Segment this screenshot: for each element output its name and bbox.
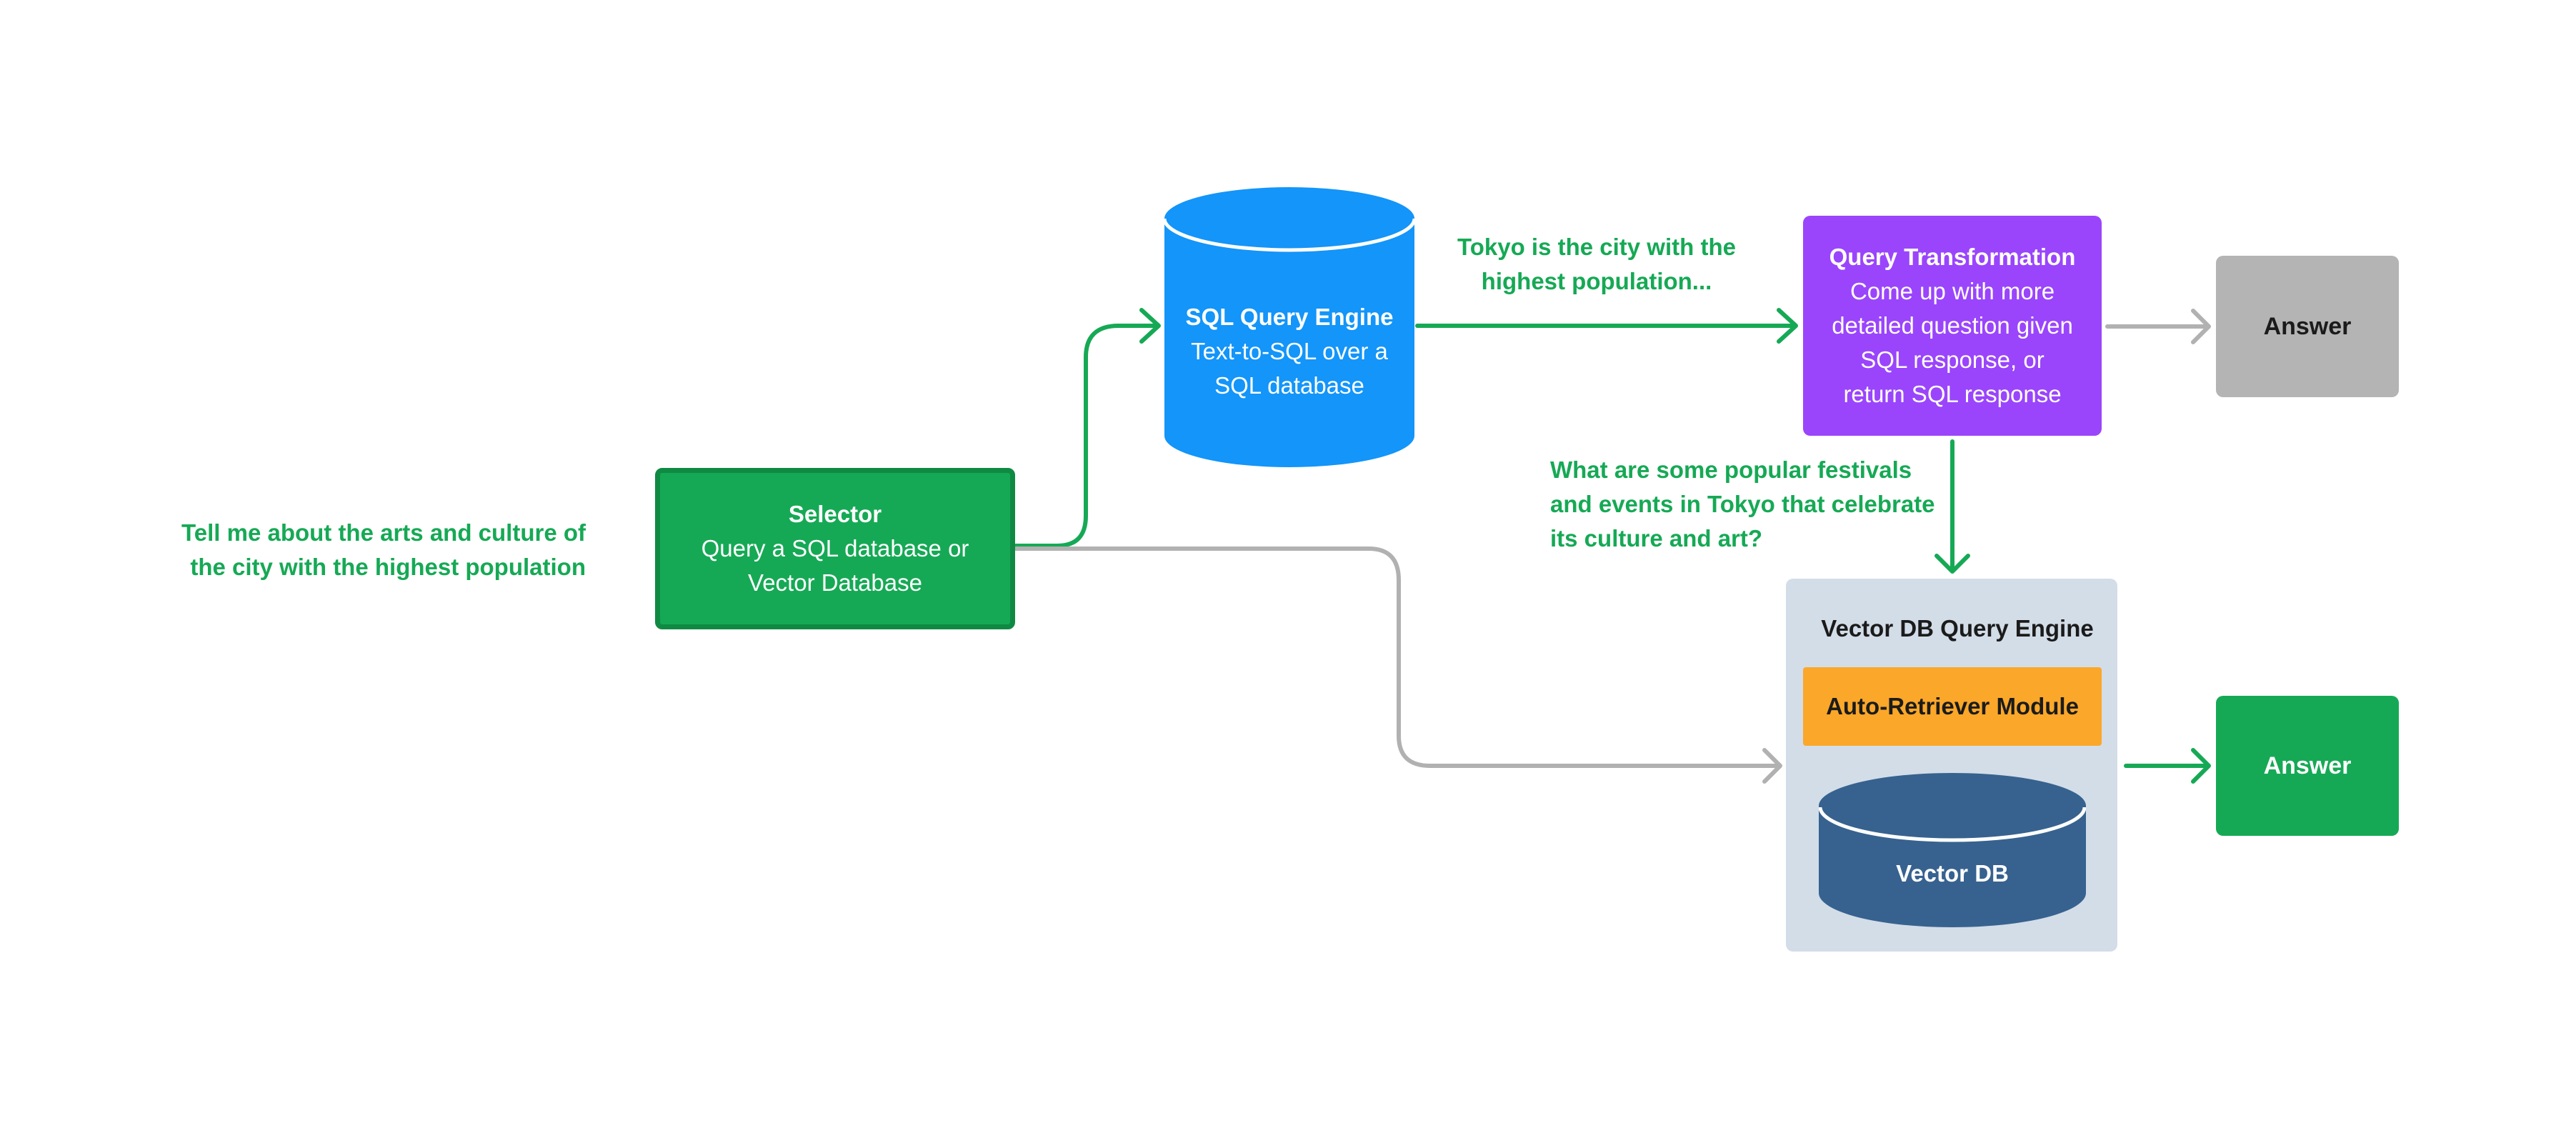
arrowhead-transformation — [1777, 308, 1798, 344]
answer-box-vector: Answer — [2216, 696, 2399, 836]
arrowhead-answer-bottom — [2191, 748, 2211, 784]
sql-engine-title: SQL Query Engine — [1185, 304, 1394, 330]
user-query-line: Tell me about the arts and culture of — [181, 519, 586, 546]
query-transformation-line: return SQL response — [1843, 381, 2062, 407]
sql-engine-description-line: SQL database — [1214, 372, 1364, 399]
sql-response-line: highest population... — [1481, 268, 1712, 294]
sql-database-cylinder — [1162, 187, 1417, 467]
vector-engine-title: Vector DB Query Engine — [1821, 615, 2094, 642]
vector-db-cylinder — [1819, 773, 2086, 927]
arrowhead-vector-engine — [1762, 748, 1782, 784]
followup-question-text: What are some popular festivals and even… — [1550, 453, 1979, 556]
auto-retriever-label: Auto-Retriever Module — [1826, 693, 2079, 719]
arrowhead-vector-engine-top — [1935, 554, 1970, 574]
sql-response-text: Tokyo is the city with the highest popul… — [1422, 230, 1772, 299]
query-transformation-box: Query Transformation Come up with more d… — [1803, 216, 2102, 436]
followup-question-line: its culture and art? — [1550, 525, 1763, 551]
arrowhead-sql-engine — [1139, 308, 1161, 344]
sql-query-engine-label: SQL Query Engine Text-to-SQL over a SQL … — [1164, 300, 1414, 403]
user-query-text: Tell me about the arts and culture of th… — [129, 516, 586, 584]
query-transformation-title: Query Transformation — [1829, 244, 2076, 270]
selector-description-line: Query a SQL database or — [701, 535, 969, 561]
query-transformation-line: detailed question given — [1832, 312, 2073, 339]
followup-question-line: What are some popular festivals — [1550, 456, 1912, 483]
answer-label: Answer — [2263, 312, 2352, 340]
answer-label: Answer — [2263, 752, 2352, 779]
selector-box: Selector Query a SQL database or Vector … — [655, 468, 1015, 629]
query-transformation-line: Come up with more — [1849, 278, 2055, 304]
arrow-selector-to-vector-engine — [1014, 546, 1781, 768]
sql-response-line: Tokyo is the city with the — [1457, 234, 1736, 260]
followup-question-line: and events in Tokyo that celebrate — [1550, 491, 1935, 517]
arrowhead-answer-top — [2191, 309, 2211, 344]
user-query-line: the city with the highest population — [190, 554, 586, 580]
sql-engine-description-line: Text-to-SQL over a — [1191, 338, 1388, 364]
selector-description-line: Vector Database — [748, 569, 922, 596]
auto-retriever-module-box: Auto-Retriever Module — [1803, 667, 2102, 746]
query-transformation-line: SQL response, or — [1860, 346, 2045, 373]
answer-box-sql: Answer — [2216, 256, 2399, 397]
arrow-selector-to-sql-engine — [1014, 324, 1159, 548]
selector-title: Selector — [788, 501, 882, 527]
vector-db-label: Vector DB — [1896, 860, 2009, 887]
